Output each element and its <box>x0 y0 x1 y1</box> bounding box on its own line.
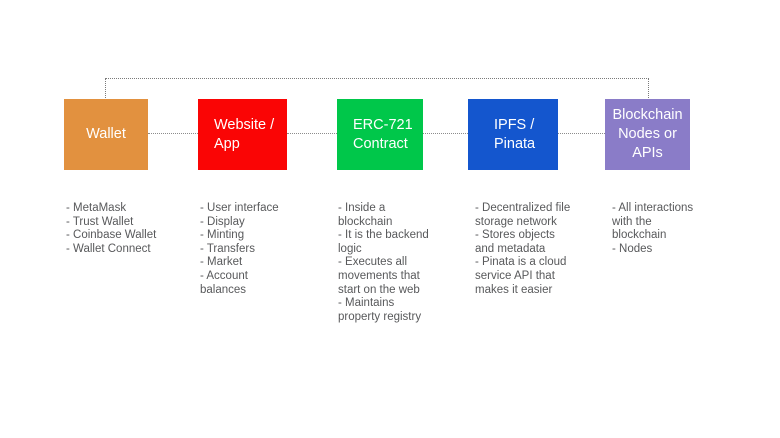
node-blockchain-nodes-or-apis[interactable]: Blockchain Nodes or APIs <box>605 99 690 170</box>
node-ipfs-pinata[interactable]: IPFS / Pinata <box>468 99 558 170</box>
node-erc-721-contract-label: ERC-721 Contract <box>353 116 413 152</box>
node-blockchain-nodes-or-apis-label: Blockchain Nodes or APIs <box>612 107 683 161</box>
connector-ipfs-to-nodes <box>558 133 605 134</box>
node-ipfs-pinata-label: IPFS / Pinata <box>494 116 536 152</box>
details-website-app: - User interface - Display - Minting - T… <box>200 202 279 296</box>
node-website-app-label: Website / App <box>214 116 275 152</box>
details-blockchain-nodes-or-apis: - All interactions with the blockchain -… <box>612 202 694 255</box>
node-wallet[interactable]: Wallet <box>64 99 148 170</box>
feedback-loop-right-segment <box>648 78 649 100</box>
details-wallet: - MetaMask - Trust Wallet - Coinbase Wal… <box>66 202 157 255</box>
details-erc-721-contract: - Inside a blockchain - It is the backen… <box>338 202 429 323</box>
node-wallet-label: Wallet <box>86 126 126 142</box>
node-erc-721-contract[interactable]: ERC-721 Contract <box>337 99 423 170</box>
details-ipfs-pinata: - Decentralized file storage network - S… <box>475 202 571 296</box>
connector-wallet-to-website <box>148 133 198 134</box>
feedback-loop-left-segment <box>105 78 106 100</box>
connector-website-to-contract <box>287 133 337 134</box>
feedback-loop-top-segment <box>105 78 649 79</box>
node-website-app[interactable]: Website / App <box>198 99 287 170</box>
connector-contract-to-ipfs <box>423 133 468 134</box>
